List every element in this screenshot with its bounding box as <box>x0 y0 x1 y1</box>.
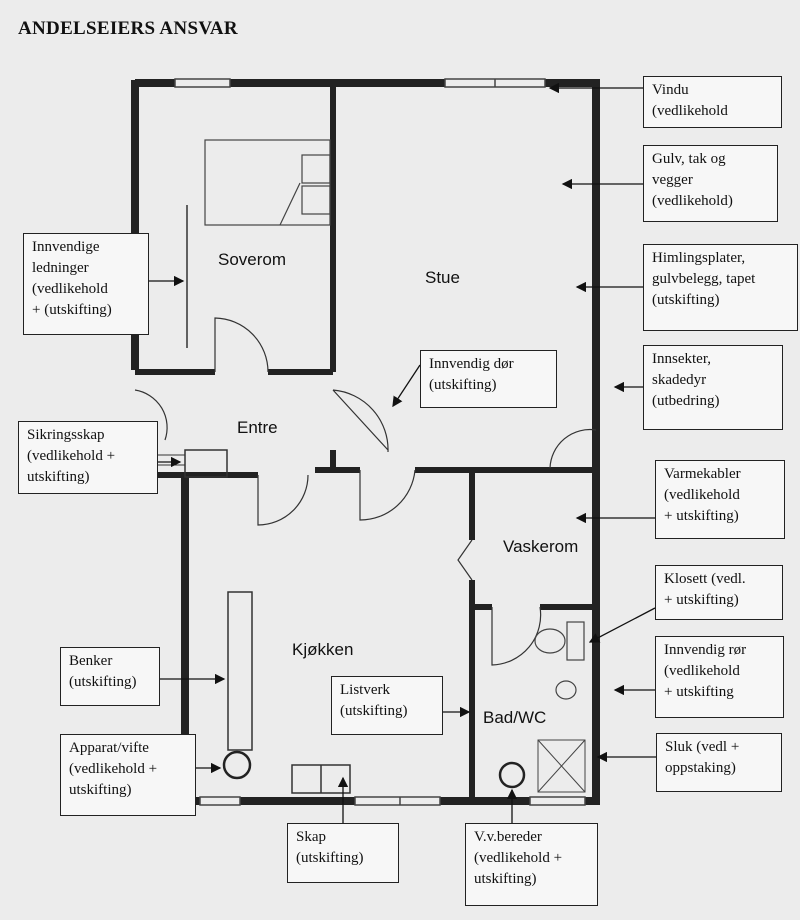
room-label-bad: Bad/WC <box>483 708 547 727</box>
callout-skap: Skap (utskifting) <box>287 823 399 883</box>
toilet <box>534 621 585 661</box>
appliance-fan <box>222 750 252 780</box>
callout-innvendige-ledninger: Innvendige ledninger (vedlikehold + (uts… <box>23 233 149 335</box>
cabinet <box>291 764 351 794</box>
callout-vindu: Vindu (vedlikehold <box>643 76 782 128</box>
fuse-box <box>184 449 228 478</box>
interior-walls <box>135 83 596 805</box>
callout-innsekter: Innsekter, skadedyr (utbedring) <box>643 345 783 430</box>
room-label-soverom: Soverom <box>218 250 287 269</box>
leader-arrows <box>148 82 656 823</box>
windows <box>174 78 586 806</box>
callout-himlingsplater: Himlingsplater, gulvbelegg, tapet (utski… <box>643 244 798 331</box>
water-heater <box>498 761 526 789</box>
callout-gulv-tak-vegger: Gulv, tak og vegger (vedlikehold) <box>643 145 778 222</box>
room-label-vaskerom: Vaskerom <box>503 537 579 556</box>
callout-vv-bereder: V.v.bereder (vedlikehold + utskifting) <box>465 823 598 906</box>
callout-benker: Benker (utskifting) <box>60 647 160 706</box>
door-swings <box>134 317 597 666</box>
page-title: ANDELSEIERS ANSVAR <box>18 18 238 39</box>
callout-sluk: Sluk (vedl + oppstaking) <box>656 733 782 792</box>
room-label-entre: Entre <box>237 418 278 437</box>
room-label-kjokken: Kjøkken <box>292 640 354 659</box>
callout-listverk: Listverk (utskifting) <box>331 676 443 735</box>
sink <box>555 680 577 700</box>
callout-varmekabler: Varmekabler (vedlikehold + utskifting) <box>655 460 785 539</box>
callout-sikringsskap: Sikringsskap (vedlikehold + utskifting) <box>18 421 158 494</box>
callout-innvendig-ror: Innvendig rør (vedlikehold + utskifting <box>655 636 784 718</box>
shower-drain <box>537 739 586 793</box>
callout-innvendig-dor: Innvendig dør (utskifting) <box>420 350 557 408</box>
room-label-stue: Stue <box>425 268 460 287</box>
kitchen-counter <box>227 591 253 751</box>
bed <box>204 139 331 226</box>
callout-apparat-vifte: Apparat/vifte (vedlikehold + utskifting) <box>60 734 196 816</box>
callout-klosett: Klosett (vedl. + utskifting) <box>655 565 783 620</box>
